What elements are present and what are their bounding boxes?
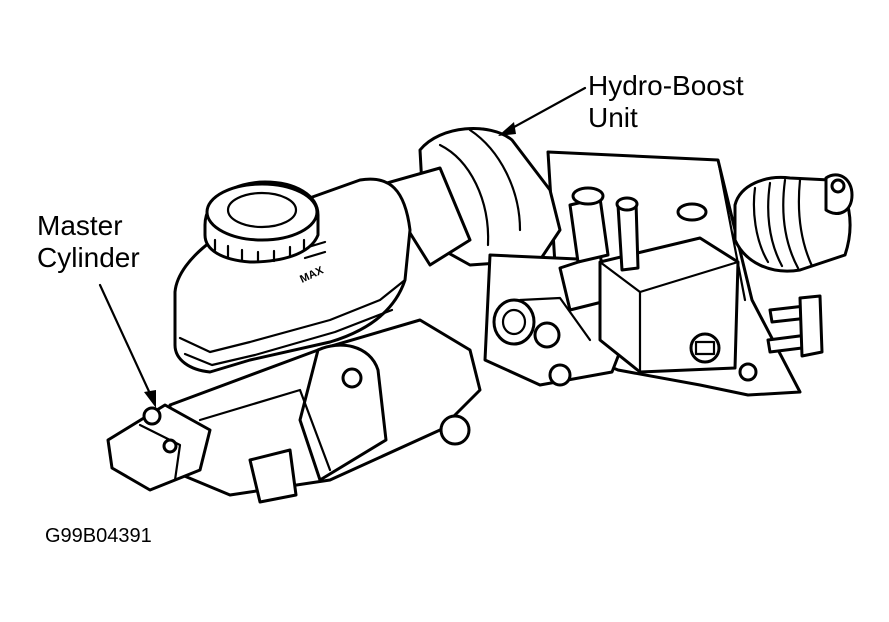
valve-block [568, 186, 740, 374]
reservoir-cap [203, 180, 320, 264]
rear-spool-boot [733, 173, 854, 273]
hydro-boost-arrowhead [498, 122, 516, 136]
hydro-boost-label-line-1: Hydro-Boost [588, 70, 744, 101]
hydro-boost-unit-label: Hydro-Boost Unit [588, 70, 744, 134]
front-fitting [106, 403, 212, 492]
master-cylinder-label: Master Cylinder [37, 210, 140, 274]
master-cylinder-arrowhead [144, 390, 156, 408]
ports [492, 298, 572, 387]
master-cylinder-label-line-2: Cylinder [37, 242, 140, 273]
figure-code: G99B04391 [45, 525, 152, 547]
master-cylinder-leader [98, 283, 154, 400]
mounting-studs [766, 294, 824, 358]
hydro-boost-leader [503, 86, 587, 134]
body-tube [378, 166, 472, 267]
hydro-boost-label-line-2: Unit [588, 102, 638, 133]
master-cylinder-label-line-1: Master [37, 210, 123, 241]
master-cylinder-body [168, 318, 482, 504]
